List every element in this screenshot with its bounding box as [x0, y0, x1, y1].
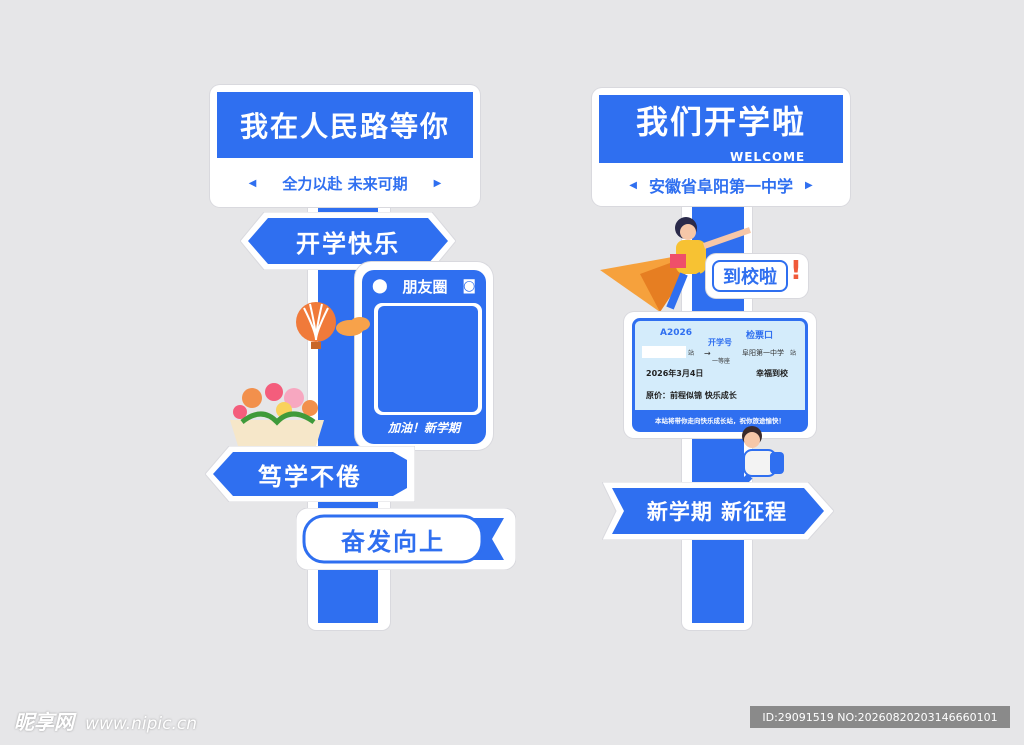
ticket-footer-band: 本站将带你走向快乐成长站，祝你旅途愉快！ — [635, 410, 805, 429]
arrow-sign-happy-start — [240, 212, 456, 270]
ticket-date: 2026年3月4日 — [646, 369, 704, 378]
left-arrow-icon: ◀ — [248, 177, 257, 189]
ribbon-sign-striving — [296, 508, 516, 570]
watermark-id-bar: ID:29091519 NO:20260820203146660101 — [750, 706, 1010, 728]
ticket-train-no: A2026 — [660, 328, 693, 338]
ticket-price: 原价：前程似锦 快乐成长 — [646, 391, 737, 400]
speech-bubble: 到校啦 — [712, 260, 788, 292]
camera-icon: ◙ — [462, 278, 476, 294]
welcome-text: WELCOME — [730, 150, 806, 164]
arrow-sign-diligent — [205, 446, 415, 502]
left-title: 我在人民路等你 — [239, 110, 450, 143]
left-arrow-icon: ◀ — [629, 179, 637, 191]
exclamation-icon: ! — [790, 256, 802, 286]
watermark-id: ID:29091519 NO:20260820203146660101 — [762, 710, 998, 724]
arrow-sign-label-new-term: 新学期 新征程 — [646, 500, 788, 524]
arrow-sign-label-1: 开学快乐 — [296, 229, 400, 258]
ticket-origin-blank — [642, 346, 686, 358]
girl-paper-plane-illustration — [600, 217, 751, 312]
moments-title: 朋友圈 — [402, 277, 448, 296]
bubble-text: 到校啦 — [723, 267, 777, 288]
ticket-footer: 本站将带你走向快乐成长站，祝你旅途愉快！ — [655, 416, 785, 425]
ticket-seat-class: 一等座 — [712, 358, 731, 365]
moments-photo-slot — [378, 306, 478, 412]
location-pin-icon: ⬤ — [372, 278, 388, 294]
left-subtitle-row: ◀ 全力以赴 未来可期 ▶ — [217, 166, 473, 200]
left-title-band: 我在人民路等你 — [217, 92, 473, 158]
ticket-destination: 阜阳第一中学 — [742, 349, 784, 357]
left-subtitle: 全力以赴 未来可期 — [282, 174, 408, 193]
watermark-logo-area: 昵享网 www.nipic.cn — [14, 706, 197, 735]
right-title: 我们开学啦 — [635, 103, 806, 141]
watermark-logo: 昵享网 — [14, 710, 74, 734]
flower-bouquet-icon — [230, 383, 324, 446]
arrow-sign-new-term — [602, 482, 834, 540]
right-title-band — [599, 95, 843, 163]
ticket-slogan: 幸福到校 — [756, 369, 788, 378]
right-arrow-icon: ▶ — [805, 179, 813, 191]
ribbon-label: 奋发向上 — [341, 527, 445, 556]
right-arrow-icon: ▶ — [433, 177, 442, 189]
moments-caption: 加油！新学期 — [387, 420, 460, 435]
ticket-from-suffix: 站 — [688, 350, 695, 357]
ticket-direction-arrow-icon: → — [704, 349, 711, 358]
ticket-to-suffix: 站 — [790, 350, 797, 357]
arrow-sign-label-2: 笃学不倦 — [258, 462, 362, 491]
ticket-gate: 检票口 — [746, 331, 774, 341]
watermark-url: www.nipic.cn — [85, 714, 198, 734]
hot-air-balloon-icon — [296, 302, 370, 349]
school-name: 安徽省阜阳第一中学 — [648, 177, 793, 196]
ticket-train-name: 开学号 — [708, 338, 732, 347]
